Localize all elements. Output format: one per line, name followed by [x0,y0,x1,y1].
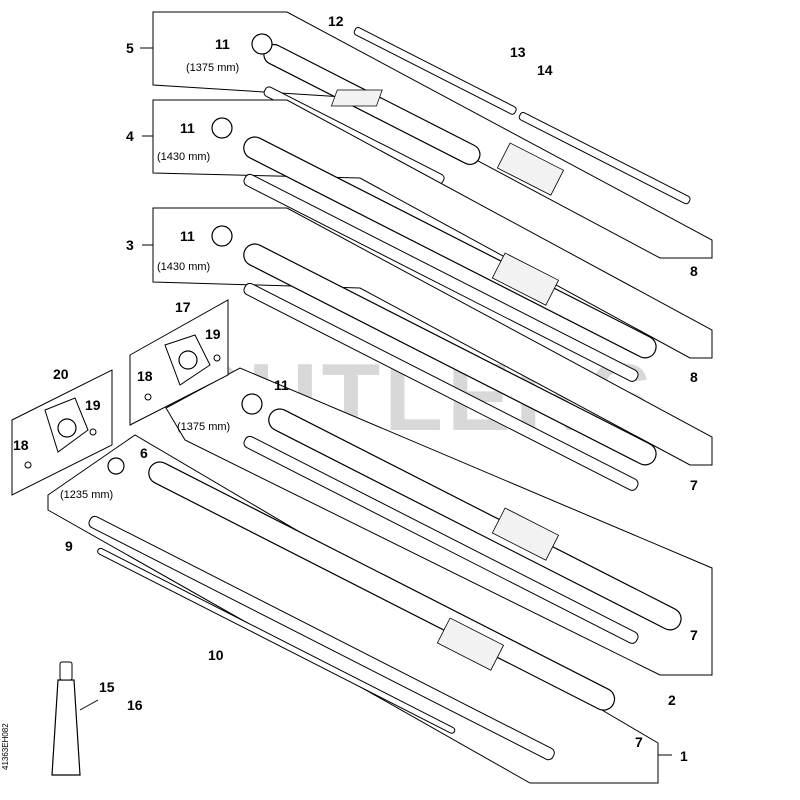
callout-18-b: 18 [13,437,29,453]
callout-19-a: 19 [205,326,221,342]
assembly-1 [47,434,672,784]
lock-ring-6 [107,457,125,475]
drive-shaft-12 [353,26,517,115]
callout-2: 2 [668,692,676,708]
callout-10: 10 [208,647,224,663]
decal-3 [491,252,560,306]
clamp-assembly-17 [129,299,229,426]
callout-8-a: 8 [690,263,698,279]
bushing-11-c [211,225,233,247]
drive-shaft-13 [518,111,691,205]
callout-11-a: 11 [215,36,230,52]
rod-3 [243,282,639,491]
decal-5 [330,89,383,107]
rod-2 [243,435,639,644]
tube-4 [243,136,657,359]
assembly-5 [140,11,713,259]
callout-20: 20 [53,366,69,382]
assembly-4 [142,99,713,382]
callout-17: 17 [175,299,191,315]
decal-2 [491,507,560,561]
clamp-17-part [164,334,211,386]
assembly-2 [165,367,713,676]
callout-11-b: 11 [180,120,195,136]
tube-3 [243,243,657,466]
length-2: (1375 mm) [177,421,230,433]
decal-1 [436,617,505,671]
callout-7-b: 7 [690,627,698,643]
drawing-code: 41363EH082 [1,723,10,770]
callout-15: 15 [99,679,115,695]
callout-3: 3 [126,237,134,253]
callout-5: 5 [126,40,134,56]
length-4: (1430 mm) [157,151,210,163]
callout-1: 1 [680,748,688,764]
callout-11-d: 11 [274,377,289,393]
bushing-11-a [251,33,273,55]
clamp-assembly-20 [11,369,113,496]
length-1: (1235 mm) [60,489,113,501]
assembly-1-frame [47,434,659,784]
callout-11-c: 11 [180,228,195,244]
bushing-11-b [211,117,233,139]
callout-4: 4 [126,128,134,144]
length-3: (1430 mm) [157,261,210,273]
assembly-2-frame [165,367,713,676]
rod-1 [88,515,555,761]
length-5: (1375 mm) [186,62,239,74]
callout-7-a: 7 [690,477,698,493]
assembly-3 [142,207,713,491]
callout-19-b: 19 [85,397,101,413]
callout-8-b: 8 [690,369,698,385]
callout-labels: 12 13 14 5 11 4 11 3 11 8 8 11 7 7 7 2 1… [13,13,698,764]
clamp-20-part [44,397,89,453]
callout-14: 14 [537,62,553,78]
callout-16: 16 [127,697,143,713]
drive-shaft-10 [97,547,456,734]
callout-18-a: 18 [137,368,153,384]
callout-12: 12 [328,13,344,29]
grease-tube-15 [51,661,99,776]
callout-7-c: 7 [635,734,643,750]
callout-6: 6 [140,445,148,461]
callout-13: 13 [510,44,526,60]
callout-9: 9 [65,538,73,554]
rod-4 [243,173,639,382]
decal-4 [496,142,565,196]
bushing-11-d [241,393,263,415]
dimension-labels: (1375 mm) (1430 mm) (1430 mm) (1375 mm) … [60,62,239,501]
tube-2 [268,408,682,631]
